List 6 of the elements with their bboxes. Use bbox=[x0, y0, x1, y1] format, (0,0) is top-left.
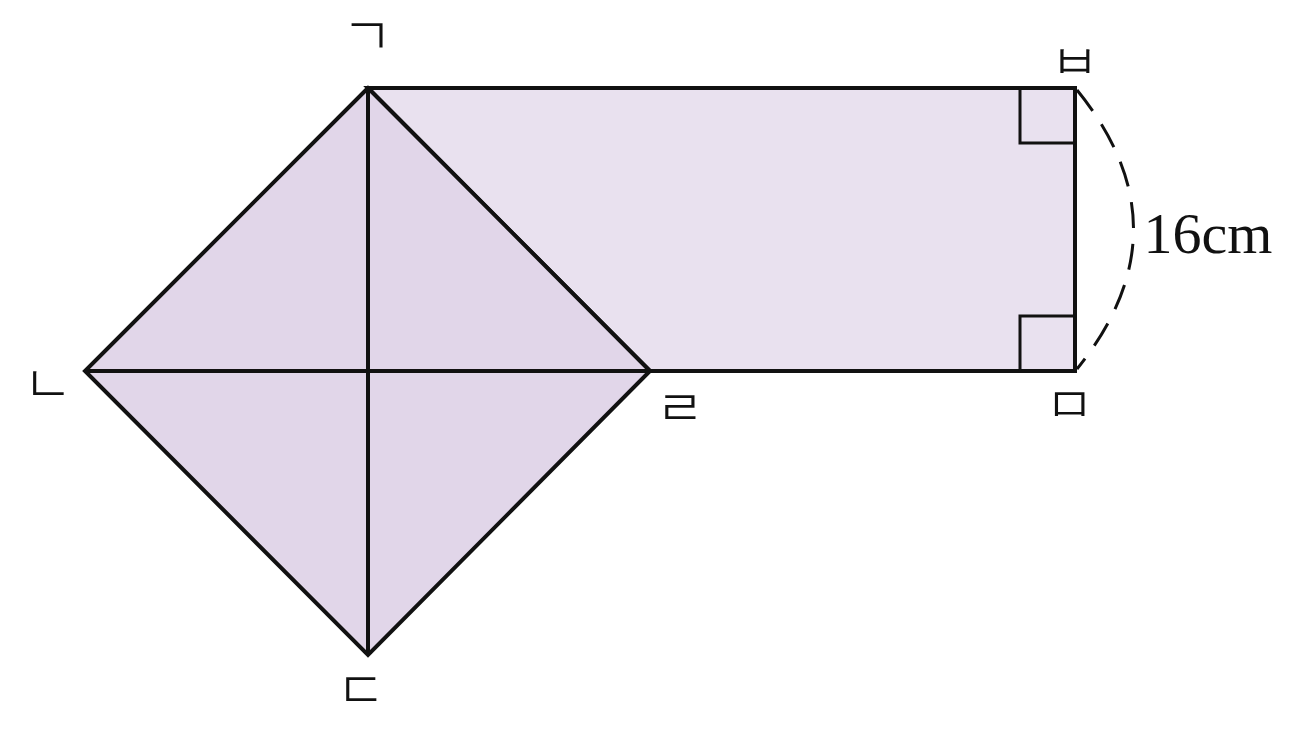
vertex-label: ㄷ bbox=[337, 665, 387, 715]
vertex-label: ㄹ bbox=[655, 383, 705, 433]
vertex-label: ㄱ bbox=[343, 11, 393, 61]
vertex-label: ㄴ bbox=[23, 359, 73, 409]
vertex-label: ㅁ bbox=[1045, 380, 1095, 430]
vertex-label: ㅂ bbox=[1050, 37, 1100, 87]
